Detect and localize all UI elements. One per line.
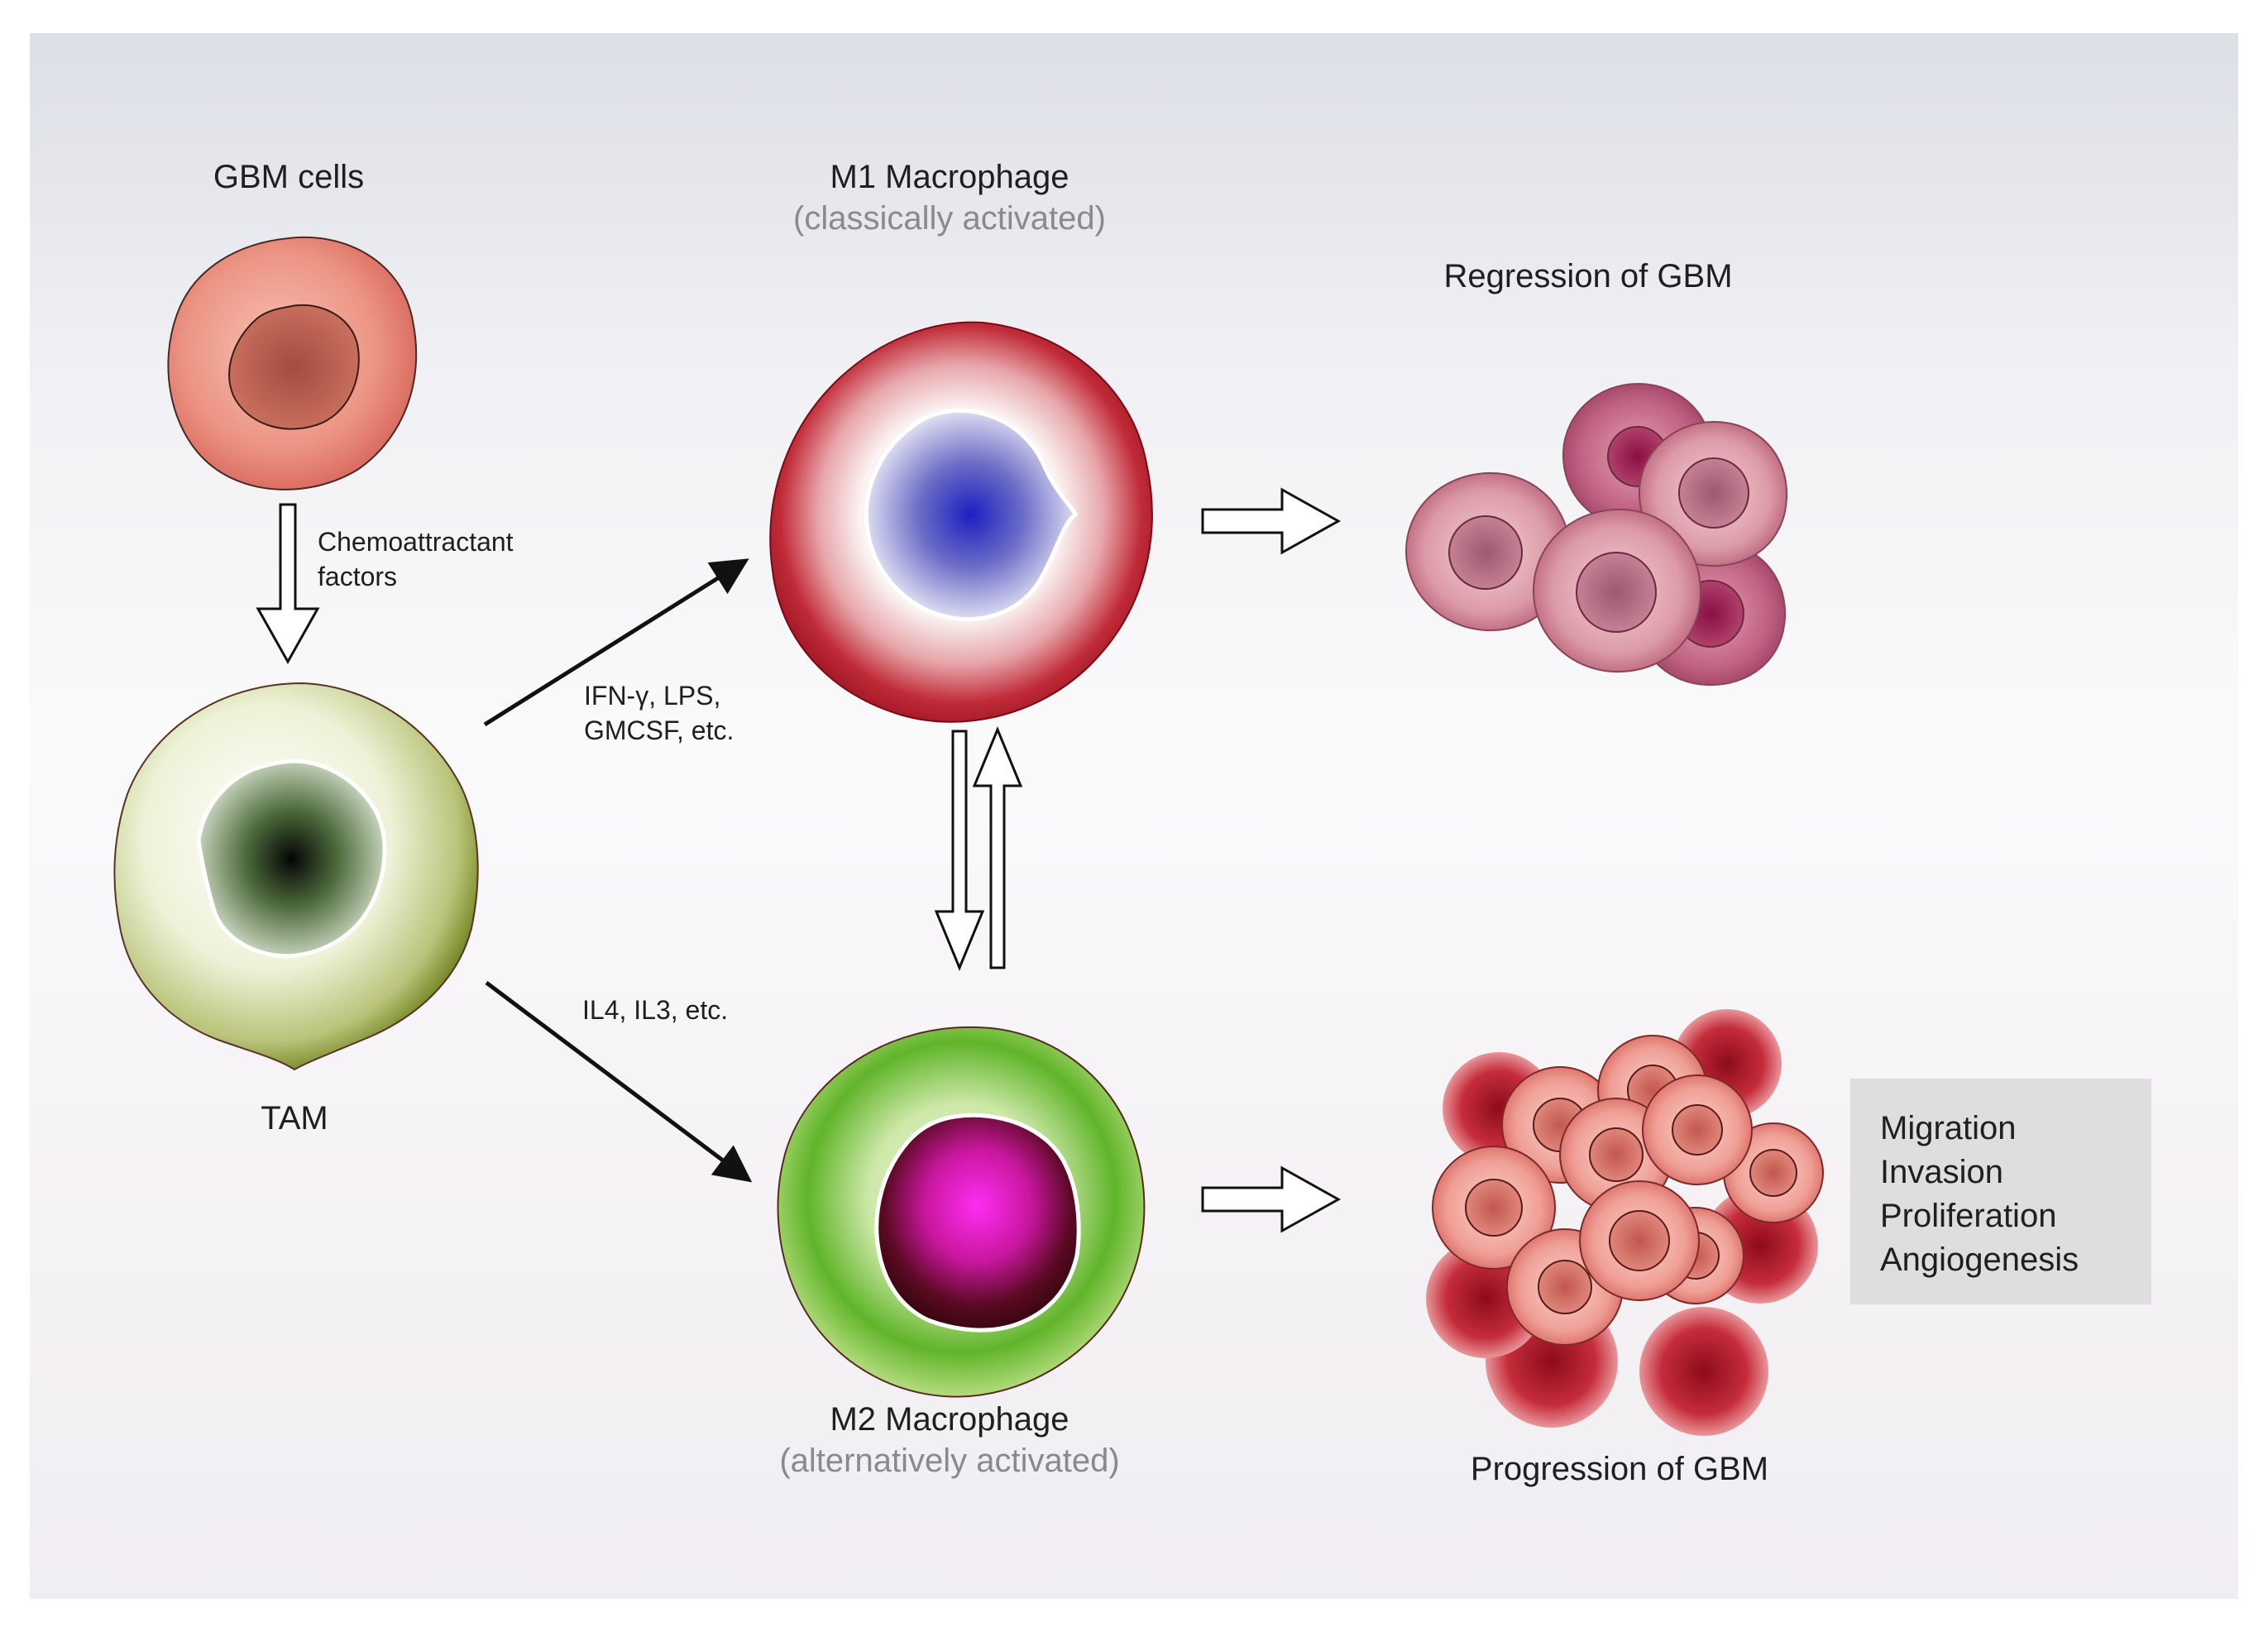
tam-cell: [113, 682, 479, 1071]
tam-to-m2-arrow: [485, 981, 753, 1183]
regression-label: Regression of GBM: [1443, 258, 1733, 294]
chemoattractant-label-line1: Chemoattractant: [318, 527, 514, 557]
chemoattractant-label: Chemoattractant factors: [318, 524, 514, 594]
m1-stimuli-label: IFN-γ, LPS, GMCSF, etc.: [584, 678, 734, 748]
tam-to-m1-arrow: [483, 558, 749, 727]
regression-cell: [1638, 420, 1788, 567]
m2-stimuli-line1: IL4, IL3, etc.: [582, 995, 729, 1025]
m2-to-progression-arrow: [1201, 1165, 1342, 1233]
m1-macrophage-cell: [769, 321, 1153, 723]
progression-cell: [1432, 1146, 1556, 1270]
regression-cell: [1404, 471, 1572, 632]
chemoattractant-label-line2: factors: [318, 562, 398, 591]
progression-cell-cluster: [1426, 1009, 1824, 1436]
m2-to-m1-arrow: [972, 726, 1023, 969]
m1-to-regression-arrow: [1201, 487, 1342, 555]
gbm-cell: [167, 236, 418, 490]
effect-item: Migration: [1880, 1110, 2017, 1146]
progression-cell: [1642, 1074, 1753, 1185]
m1-stimuli-line1: IFN-γ, LPS,: [584, 681, 721, 711]
progression-label: Progression of GBM: [1470, 1451, 1769, 1487]
progression-cell-dark: [1639, 1307, 1768, 1436]
m2-macrophage-cell: [777, 1026, 1146, 1398]
m2-subtitle: (alternatively activated): [779, 1443, 1120, 1479]
effect-item: Invasion: [1880, 1154, 2003, 1190]
effect-item: Angiogenesis: [1880, 1242, 2079, 1278]
m2-stimuli-label: IL4, IL3, etc.: [582, 993, 728, 1027]
diagram-canvas: GBM cells Chemoattractant factors TAM M1…: [30, 33, 2238, 1599]
m1-stimuli-line2: GMCSF, etc.: [584, 715, 734, 745]
effects-box: Migration Invasion Proliferation Angioge…: [1850, 1079, 2151, 1304]
regression-cell: [1532, 508, 1702, 673]
m2-title: M2 Macrophage: [830, 1401, 1069, 1438]
m1-to-m2-arrow: [934, 730, 985, 971]
m1-title: M1 Macrophage: [830, 159, 1069, 195]
gbm-cells-label: GBM cells: [213, 159, 365, 195]
effect-item: Proliferation: [1880, 1198, 2057, 1234]
diagram-artwork: [113, 236, 1824, 1436]
chemoattractant-arrow: [256, 503, 320, 665]
m1-subtitle: (classically activated): [793, 200, 1106, 237]
regression-cell-cluster: [1404, 382, 1788, 687]
tam-label: TAM: [261, 1100, 328, 1137]
progression-cell: [1579, 1180, 1700, 1301]
